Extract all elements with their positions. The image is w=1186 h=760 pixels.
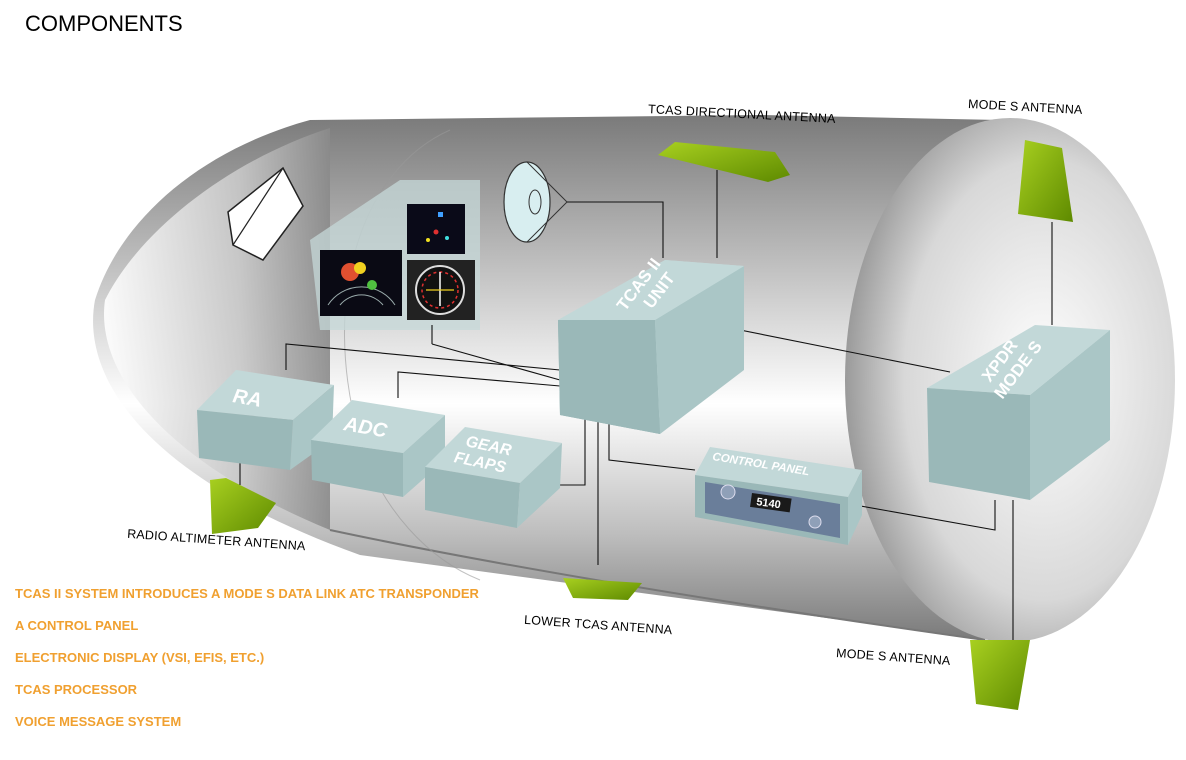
page-title: COMPONENTS	[25, 11, 183, 36]
tcas-unit-box: TCAS II UNIT	[558, 255, 744, 434]
ra-label: RA	[231, 385, 263, 412]
mode-s-antenna-top	[1018, 140, 1073, 222]
note-item: VOICE MESSAGE SYSTEM	[15, 714, 182, 729]
control-panel-box: 5140 CONTROL PANEL	[695, 447, 862, 545]
ra-box: RA	[197, 370, 334, 470]
adc-box: ADC	[311, 400, 445, 497]
gear-flaps-box: GEAR FLAPS	[425, 427, 562, 528]
note-item: ELECTRONIC DISPLAY (VSI, EFIS, ETC.)	[15, 650, 265, 665]
note-item: TCAS II SYSTEM INTRODUCES A MODE S DATA …	[15, 586, 479, 601]
electronic-display	[310, 180, 480, 330]
radio-altimeter-antenna	[210, 478, 276, 534]
mode-s-antenna-bottom	[970, 640, 1030, 710]
control-panel-readout: 5140	[756, 496, 782, 511]
note-item: TCAS PROCESSOR	[15, 682, 138, 697]
xpdr-box: XPDR MODE S	[927, 325, 1110, 500]
note-item: A CONTROL PANEL	[15, 618, 139, 633]
notes-list: TCAS II SYSTEM INTRODUCES A MODE S DATA …	[15, 586, 479, 746]
wiring	[239, 170, 1053, 640]
cockpit-window	[227, 166, 304, 261]
tcas-directional-antenna	[658, 142, 790, 182]
lower-tcas-antenna	[563, 578, 642, 600]
